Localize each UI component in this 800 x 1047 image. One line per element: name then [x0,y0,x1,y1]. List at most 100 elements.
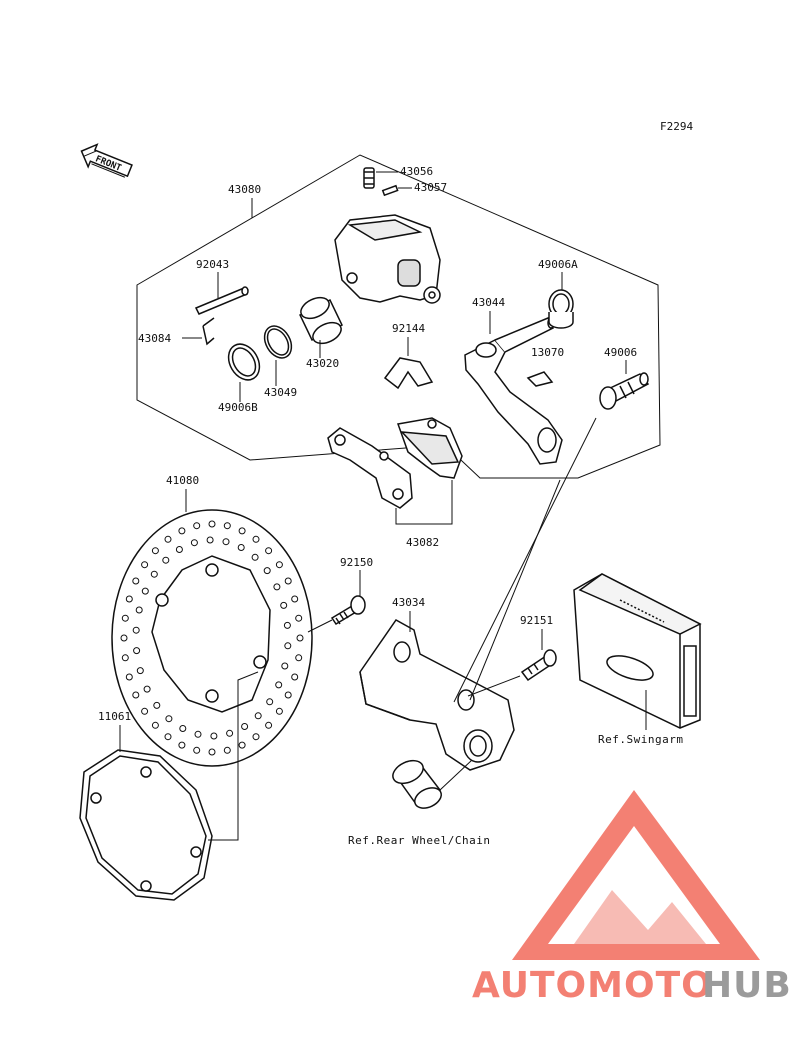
part-label-49006B: 49006B [218,401,258,414]
caliper-pin [194,286,249,315]
disc-hole [125,595,133,603]
disc-hole [265,721,273,729]
disc-hole [208,520,216,528]
caliper-body [334,214,441,304]
disc-hole [273,583,281,591]
part-label-49006: 49006 [604,346,637,359]
front-arrow-icon: FRONT [80,143,133,178]
disc-hole [283,621,291,629]
dust-seal [227,343,261,381]
disc-hole [238,527,246,535]
part-label-41080: 41080 [166,474,199,487]
disc-hole [151,721,159,729]
part-label-92150: 92150 [340,556,373,569]
disc-hole [120,634,128,642]
swingarm-reference [573,573,702,729]
disc-hole [193,522,201,530]
disc-hole [164,535,172,543]
part-label-13070: 13070 [531,346,564,359]
disc-hole [151,547,159,555]
disc-hole [291,595,299,603]
disc-hole [238,741,246,749]
automotohub-watermark-logo: AUTOMOTO HUB [472,790,792,1006]
part-label-43044: 43044 [472,296,505,309]
disc-hole [121,614,129,622]
disc-hole [296,634,304,642]
pad-spring [383,357,434,390]
disc-hole [133,647,141,655]
caliper-assembly-outline [136,154,661,479]
disc-damper-plate [79,749,213,901]
disc-hole [254,712,262,720]
disc-hole [284,691,292,699]
part-label-43020: 43020 [306,357,339,370]
disc-hole [135,606,143,614]
disc-hole [178,741,186,749]
disc-bolt [330,595,366,626]
disc-hole [222,538,230,546]
ref-swingarm: Ref.Swingarm [598,733,683,746]
part-label-92151: 92151 [520,614,553,627]
disc-hole [206,536,214,544]
disc-hole [280,601,288,609]
disc-hole [132,577,140,585]
piston-seal [263,325,293,359]
disc-hole [210,732,218,740]
disc-hole [251,553,259,561]
disc-hole [252,733,260,741]
caliper-mount-bracket [359,619,515,771]
brake-pad-outer [327,427,413,509]
disc-hole [291,673,299,681]
disc-hole [136,667,144,675]
disc-hole [281,662,289,670]
disc-hole [252,535,260,543]
disc-hole [194,730,202,738]
caliper-bracket [464,317,563,465]
pin-boot [599,372,650,410]
disc-hole [164,733,172,741]
part-label-43057: 43057 [414,181,447,194]
disc-hole [165,715,173,723]
disc-hole [141,587,149,595]
diagram-code: F2294 [660,120,693,133]
disc-hole [175,546,183,553]
disc-hole [178,527,186,535]
disc-hole [153,701,161,709]
disc-hole [223,746,231,754]
watermark-text-hub: HUB [702,965,792,1006]
wheel-collar [392,759,442,809]
part-label-92144: 92144 [392,322,425,335]
disc-hole [275,561,283,569]
disc-hole [237,544,245,551]
disc-hole [141,707,149,715]
disc-hole [226,729,234,737]
disc-hole [241,723,249,730]
pin-boot-a [548,289,574,329]
pad-retainer [526,371,554,387]
bleeder-cap [381,184,399,197]
part-label-43082: 43082 [406,536,439,549]
disc-hole [132,626,140,634]
disc-hole [143,685,151,693]
watermark-triangle-icon [512,790,760,960]
part-label-11061: 11061 [98,710,131,723]
disc-hole [121,654,129,662]
part-label-92043: 92043 [196,258,229,271]
disc-hole [150,570,158,578]
disc-hole [263,567,271,575]
disc-hole [284,577,292,585]
part-label-43056: 43056 [400,165,433,178]
disc-hole [132,691,140,699]
disc-hole [162,556,170,564]
disc-hole [295,614,303,622]
ref-rear-wheel-chain: Ref.Rear Wheel/Chain [348,834,490,847]
bleeder-valve [363,167,375,189]
part-label-43049: 43049 [264,386,297,399]
disc-hole [295,654,303,662]
disc-hole [275,681,283,689]
part-label-43034: 43034 [392,596,425,609]
disc-hole [208,748,216,756]
disc-hole [284,642,292,650]
caliper-piston [299,296,343,345]
